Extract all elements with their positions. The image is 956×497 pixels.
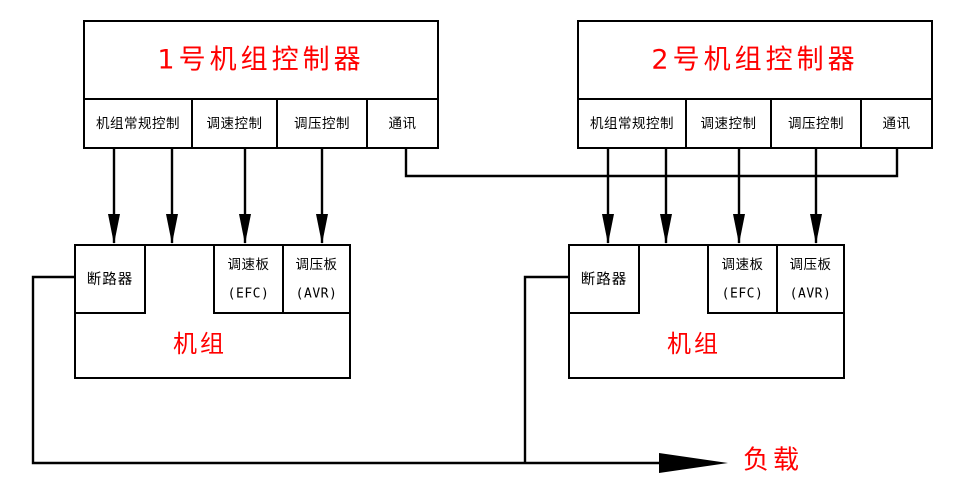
link-c1-routine-arrowhead bbox=[108, 214, 120, 244]
link-c2-voltage-arrowhead bbox=[733, 214, 745, 244]
unit-2-label: 机组 bbox=[667, 330, 721, 358]
controller-1-cell-routine-control-label: 机组常规控制 bbox=[96, 116, 180, 132]
controller-2-outline[interactable] bbox=[577, 20, 933, 149]
controller-2-cell-communication-label: 通讯 bbox=[883, 116, 911, 132]
controller-2-cell-routine-control-label: 机组常规控制 bbox=[590, 116, 674, 132]
unit-1-breaker-box[interactable] bbox=[74, 244, 146, 314]
link-c2-comm-board-arrowhead bbox=[810, 214, 822, 244]
controller-1-title: 1号机组控制器 bbox=[157, 45, 364, 76]
unit-1-group[interactable]: 断路器 调速板 (EFC) 调压板 (AVR) 机组 bbox=[74, 244, 351, 379]
unit-1-board-avr-sublabel: (AVR) bbox=[296, 287, 338, 302]
communication-bus bbox=[404, 148, 899, 178]
controller-2-cell-voltage-control-label: 调压控制 bbox=[788, 116, 844, 132]
controller-2-group[interactable]: 2号机组控制器 机组常规控制 调速控制 调压控制 通讯 bbox=[577, 20, 933, 149]
controller-1-to-unit-1-links bbox=[108, 148, 328, 244]
load-arrowhead bbox=[659, 453, 728, 473]
unit-2-breaker-box[interactable] bbox=[568, 244, 640, 314]
unit-1-board-efc-label: 调速板 bbox=[228, 257, 270, 273]
link-c1-comm-board-arrowhead bbox=[316, 214, 328, 244]
unit-2-board-avr-sublabel: (AVR) bbox=[790, 287, 832, 302]
controller-1-cell-communication-label: 通讯 bbox=[389, 116, 417, 132]
communication-bus-path bbox=[404, 148, 899, 178]
unit-2-board-efc-label: 调速板 bbox=[722, 257, 764, 273]
unit-2-breaker-to-load-bus bbox=[523, 275, 569, 463]
link-c1-voltage-arrowhead bbox=[239, 214, 251, 244]
link-c2-routine-arrowhead bbox=[602, 214, 614, 244]
unit-1-board-avr-box[interactable] bbox=[282, 244, 351, 314]
unit-1-board-avr-label: 调压板 bbox=[296, 257, 338, 273]
controller-2-cell-speed-control-label: 调速控制 bbox=[701, 116, 757, 132]
controller-1-outline[interactable] bbox=[83, 20, 439, 149]
controller-2-to-unit-2-links bbox=[602, 148, 822, 244]
unit-1-board-efc-sublabel: (EFC) bbox=[228, 287, 270, 302]
unit-2-breaker-label: 断路器 bbox=[581, 271, 628, 288]
controller-1-group[interactable]: 1号机组控制器 机组常规控制 调速控制 调压控制 通讯 bbox=[83, 20, 439, 149]
unit-2-board-efc-sublabel: (EFC) bbox=[722, 287, 764, 302]
unit-2-board-avr-label: 调压板 bbox=[790, 257, 832, 273]
link-c2-speed-arrowhead bbox=[660, 214, 672, 244]
load-bus-group: 负载 bbox=[31, 275, 803, 476]
unit-1-label: 机组 bbox=[173, 330, 227, 358]
controller-1-cell-voltage-control-label: 调压控制 bbox=[294, 116, 350, 132]
controller-2-title: 2号机组控制器 bbox=[651, 45, 858, 76]
unit-1-breaker-label: 断路器 bbox=[87, 271, 134, 288]
controller-1-cell-speed-control-label: 调速控制 bbox=[207, 116, 263, 132]
unit-1-board-efc-box[interactable] bbox=[213, 244, 284, 314]
unit-2-board-efc-box[interactable] bbox=[707, 244, 778, 314]
unit-2-board-avr-box[interactable] bbox=[776, 244, 845, 314]
unit-1-breaker-to-load-bus bbox=[31, 275, 683, 465]
unit-2-group[interactable]: 断路器 调速板 (EFC) 调压板 (AVR) 机组 bbox=[568, 244, 845, 379]
link-c1-speed-arrowhead bbox=[166, 214, 178, 244]
load-label: 负载 bbox=[743, 446, 803, 476]
